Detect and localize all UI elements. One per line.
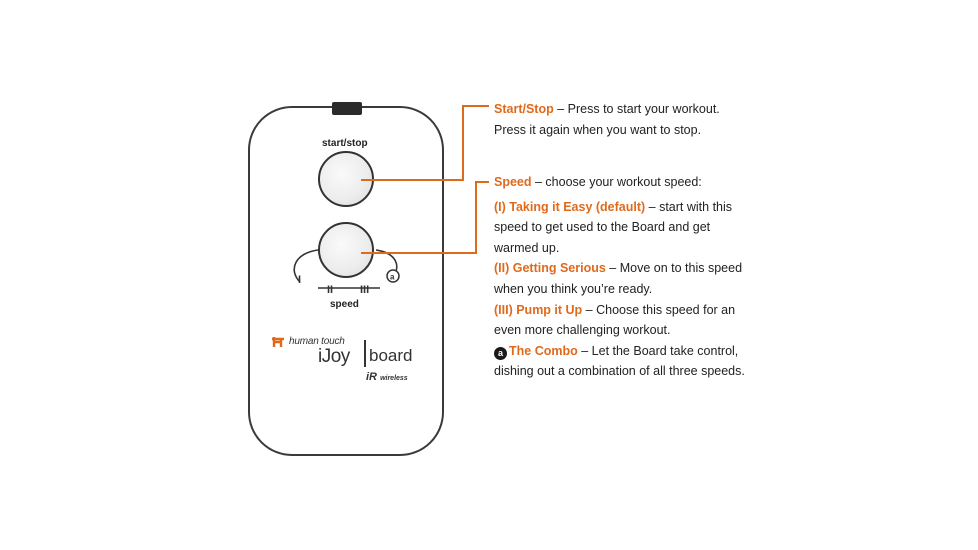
- speed-1-text: – start with this speed to get used to t…: [494, 199, 733, 255]
- ijoy-brand: iJoy: [318, 346, 350, 367]
- start-stop-label: start/stop: [322, 138, 368, 149]
- speed-button[interactable]: [318, 222, 374, 278]
- speed-description: Speed – choose your workout speed: (I) T…: [494, 172, 754, 382]
- speed-2-title: (II) Getting Serious: [494, 261, 606, 276]
- combo-title: The Combo: [509, 343, 578, 358]
- start-stop-description: Start/Stop – Press to start your workout…: [494, 99, 754, 140]
- start-stop-button[interactable]: [318, 151, 374, 207]
- start-stop-title: Start/Stop: [494, 102, 554, 116]
- speed-title: Speed: [494, 175, 532, 189]
- ir-wireless-brand: iR wireless: [366, 371, 408, 383]
- brand-divider: [364, 340, 366, 367]
- speed-3-text: – Choose this speed for an even more cha…: [494, 302, 736, 338]
- human-touch-logo-icon: [272, 336, 288, 348]
- speed-2-text: – Move on to this speed when you think y…: [494, 261, 743, 296]
- ir-window: [332, 102, 362, 115]
- speed-intro-text: – choose your workout speed:: [535, 175, 702, 189]
- human-touch-brand: human touch: [289, 336, 345, 347]
- combo-text: – Let the Board take control, dishing ou…: [494, 343, 745, 379]
- board-brand: board: [369, 346, 413, 365]
- speed-label: speed: [330, 299, 359, 310]
- combo-icon: a: [494, 346, 507, 360]
- speed-3-title: (III) Pump it Up: [494, 302, 583, 317]
- speed-1-title: (I) Taking it Easy (default): [494, 199, 646, 214]
- start-stop-text: – Press to start your workout. Press it …: [494, 102, 720, 137]
